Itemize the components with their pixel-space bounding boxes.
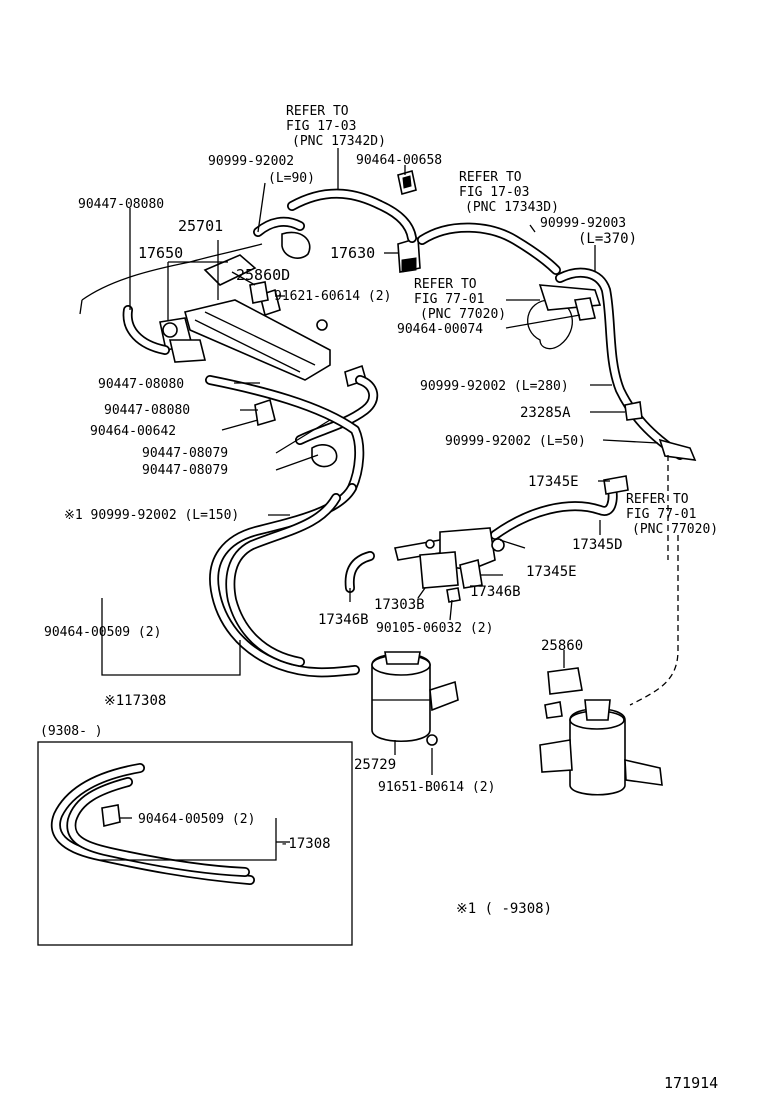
refer-17343d-line1: REFER TO	[459, 170, 522, 185]
part-90999-92002-l90-length: (L=90)	[268, 171, 315, 186]
part-90999-92002-l50: 90999-92002 (L=50)	[445, 434, 586, 449]
vsv-valve	[397, 169, 421, 273]
refer-77020-a-line2: FIG 77-01	[414, 292, 484, 307]
part-17650: 17650	[138, 244, 183, 262]
part-25860: 25860	[541, 638, 583, 654]
part-17345e-b: 17345E	[526, 564, 577, 580]
part-25701: 25701	[178, 217, 223, 235]
engine-bracket-assembly	[159, 231, 367, 468]
part-17346b-b: 17346B	[470, 584, 521, 600]
canister-piping	[344, 475, 629, 603]
part-17303b: 17303B	[374, 597, 425, 613]
part-90447-08080-top: 90447-08080	[78, 197, 164, 212]
refer-17342d-line1: REFER TO	[286, 104, 349, 119]
part-90447-08079-a: 90447-08079	[142, 446, 228, 461]
part-25860d: 25860D	[236, 266, 290, 284]
part-90999-92003-l370: 90999-92003	[540, 216, 626, 231]
part-90464-00509-a: 90464-00509 (2)	[44, 625, 161, 640]
refer-77020-b-line2: FIG 77-01	[626, 507, 696, 522]
inset-box	[37, 741, 353, 946]
inset-range-label: (9308- )	[40, 724, 103, 739]
part-90447-08079-b: 90447-08079	[142, 463, 228, 478]
part-23285a: 23285A	[520, 405, 571, 421]
part-17345e-a: 17345E	[528, 474, 579, 490]
part-17345d: 17345D	[572, 537, 623, 553]
refer-17342d-line3: (PNC 17342D)	[292, 134, 386, 149]
note1-range-label: ※1 ( -9308)	[456, 901, 552, 917]
refer-17343d-line3: (PNC 17343D)	[465, 200, 559, 215]
part-90999-92002-l150: ※1 90999-92002 (L=150)	[64, 508, 239, 523]
part-17630: 17630	[330, 244, 375, 262]
part-90999-92002-l90: 90999-92002	[208, 154, 294, 169]
refer-77020-a-line3: (PNC 77020)	[420, 307, 506, 322]
part-17346b-a: 17346B	[318, 612, 369, 628]
refer-77020-b-line3: (PNC 77020)	[632, 522, 718, 537]
charcoal-canister	[371, 651, 459, 746]
refer-17342d-line2: FIG 17-03	[286, 119, 356, 134]
part-117308: ※117308	[104, 693, 166, 709]
part-90105-06032: 90105-06032 (2)	[376, 621, 493, 636]
upper-hoses	[253, 188, 697, 461]
part-90447-08080-b: 90447-08080	[104, 403, 190, 418]
part-90464-00509-b: 90464-00509 (2)	[138, 812, 255, 827]
part-90464-00658: 90464-00658	[356, 153, 442, 168]
part-91651-b0614: 91651-B0614 (2)	[378, 780, 495, 795]
refer-77020-a-line1: REFER TO	[414, 277, 477, 292]
engine-outline	[79, 243, 573, 350]
leader-lines	[100, 148, 679, 861]
part-91621-60614: 91621-60614 (2)	[274, 289, 391, 304]
part-25729: 25729	[354, 757, 396, 773]
part-90447-08080-a: 90447-08080	[98, 377, 184, 392]
part-17308: -17308	[280, 836, 331, 852]
refer-77020-b-line1: REFER TO	[626, 492, 689, 507]
part-90464-00074: 90464-00074	[397, 322, 483, 337]
refer-17343d-line2: FIG 17-03	[459, 185, 529, 200]
part-90999-92003-l370-length: (L=370)	[578, 231, 637, 247]
lower-left-hoses	[122, 305, 379, 678]
figure-number: 171914	[664, 1074, 718, 1092]
vacuum-valve-25860	[539, 667, 663, 796]
part-90999-92002-l280: 90999-92002 (L=280)	[420, 379, 569, 394]
part-90464-00642: 90464-00642	[90, 424, 176, 439]
